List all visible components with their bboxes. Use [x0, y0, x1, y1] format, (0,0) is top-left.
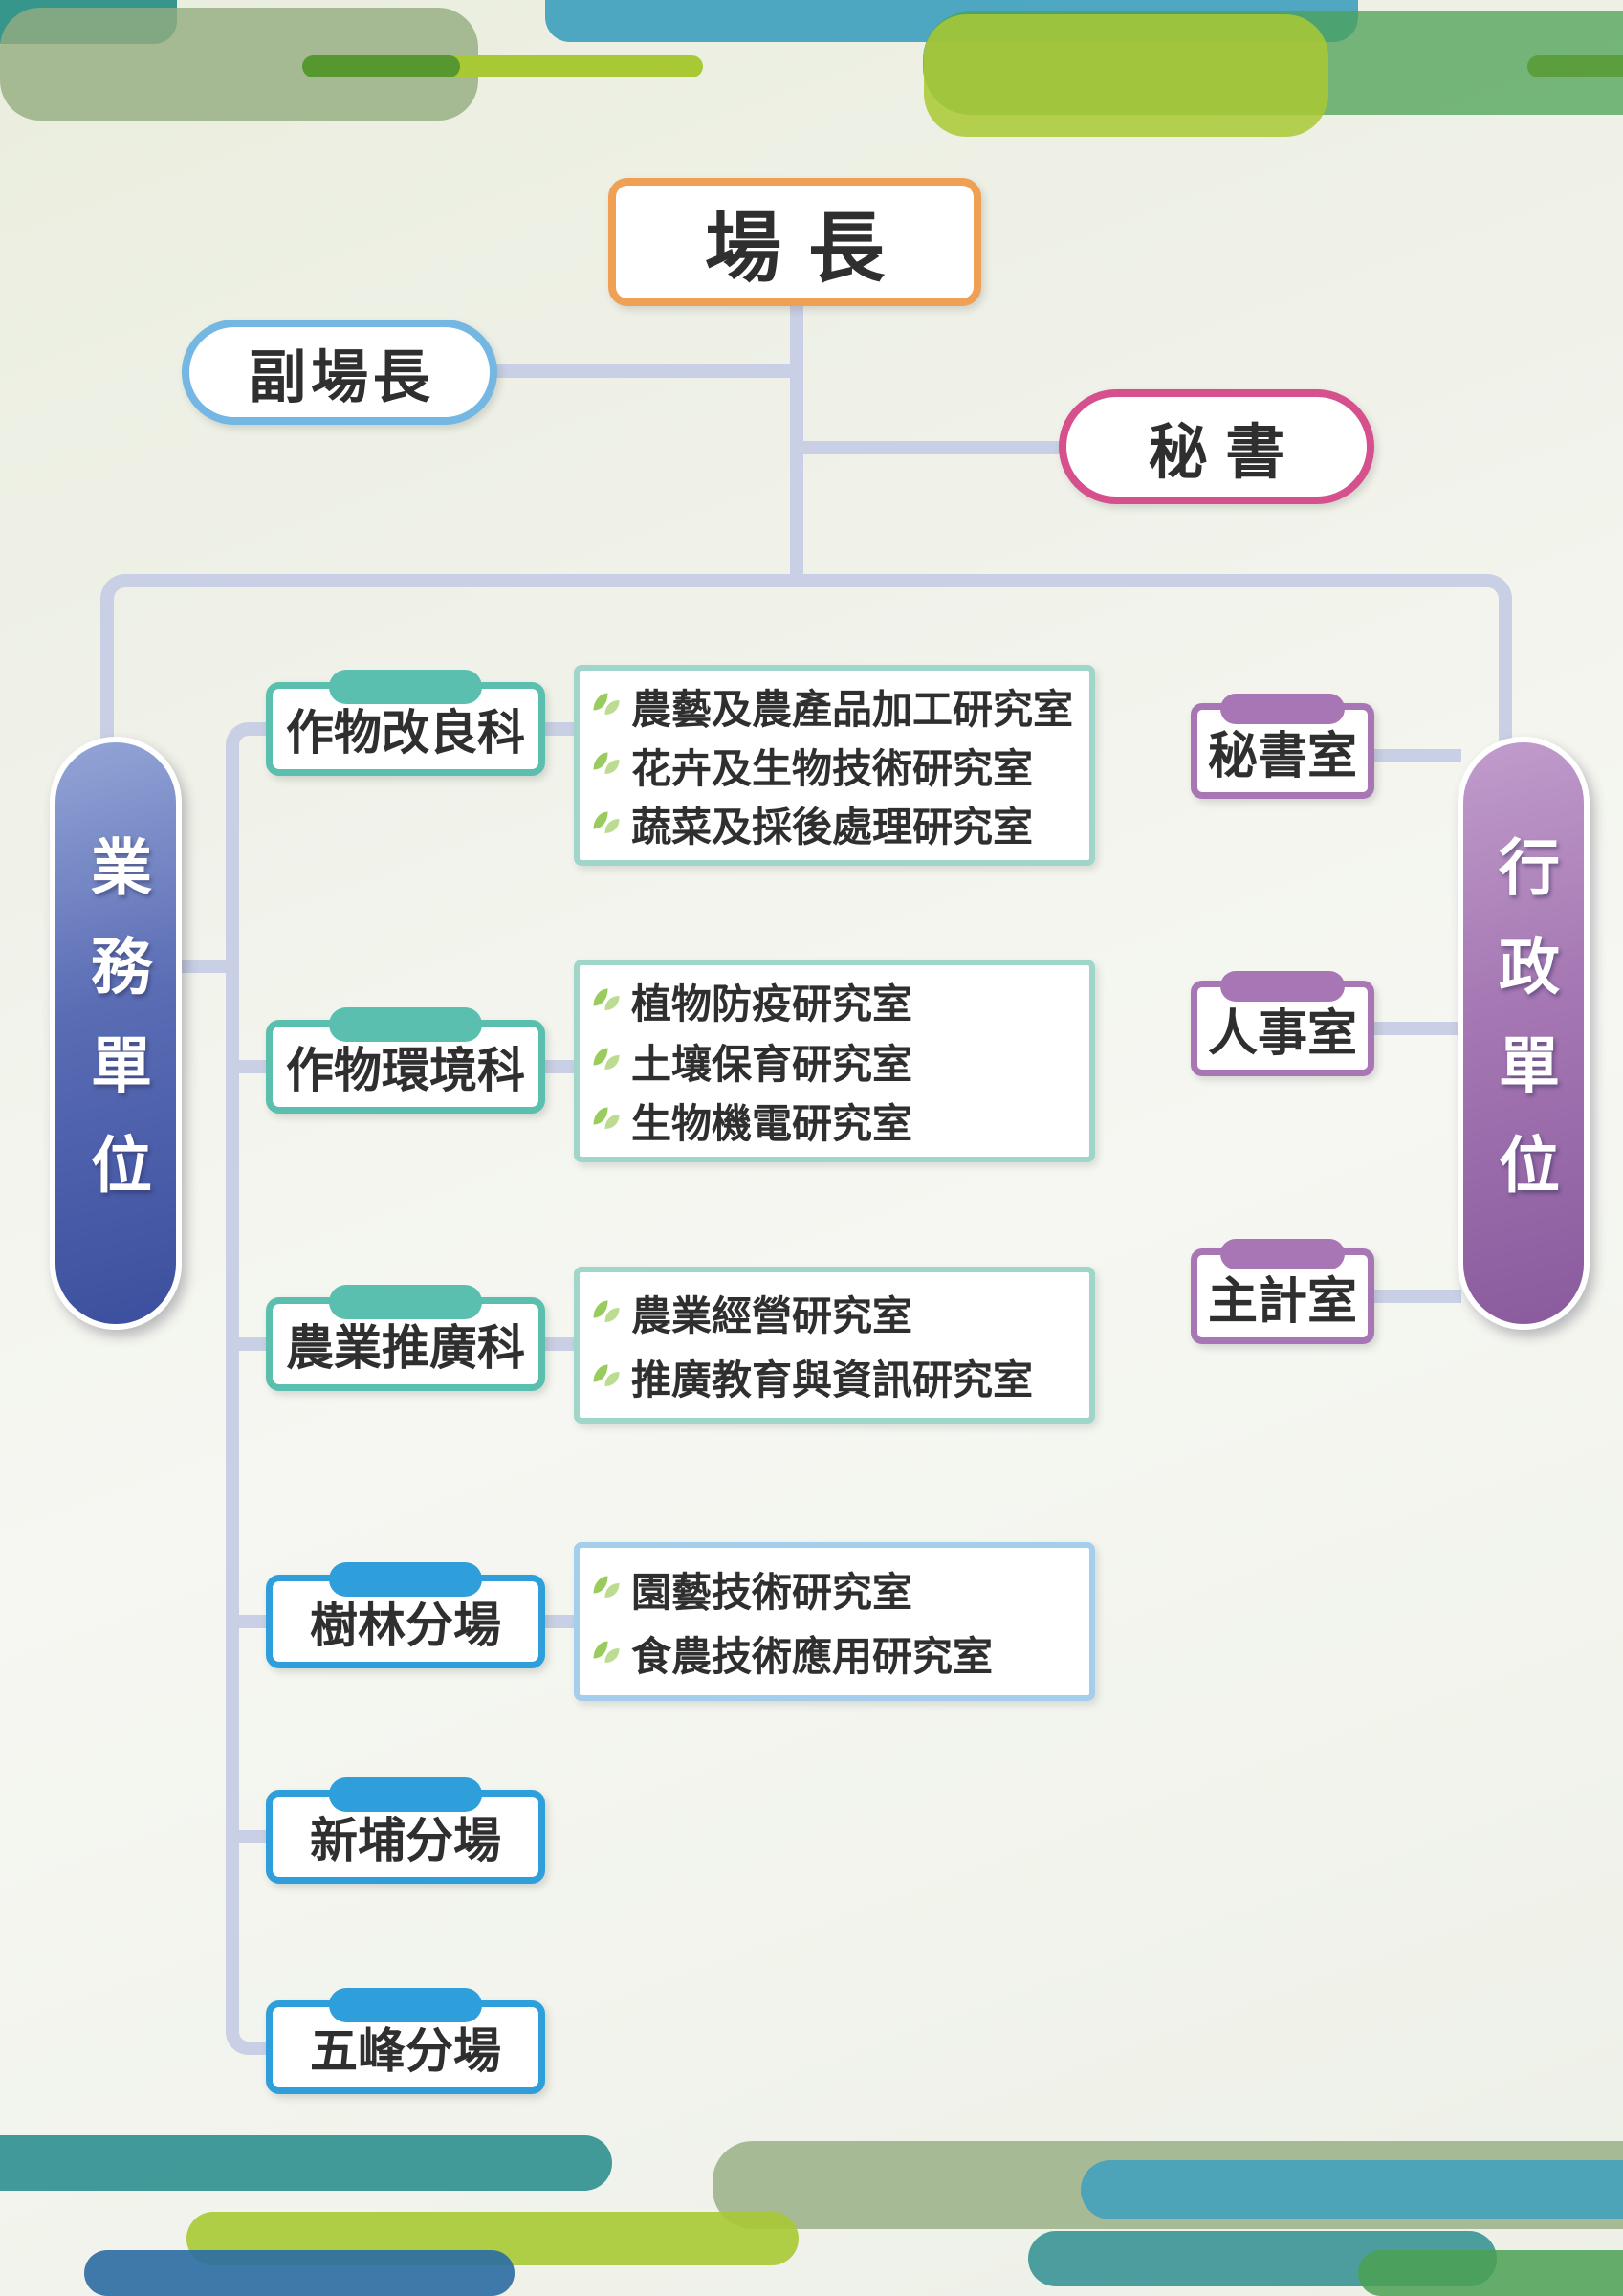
- connector-office2-stub: [1371, 1022, 1461, 1035]
- connector-list3-stub: [541, 1337, 578, 1351]
- room-list-agri-extension: 農業經營研究室 推廣教育與資訊研究室: [574, 1267, 1095, 1424]
- list-item: 農業經營研究室: [589, 1284, 1080, 1342]
- room-list-crop-environment: 植物防疫研究室 土壤保育研究室 生物機電研究室: [574, 960, 1095, 1162]
- director-label: 場長: [705, 208, 911, 292]
- office-label: 主計室: [1207, 1274, 1357, 1330]
- decor-top-right-green-stub: [1527, 55, 1623, 77]
- list-item: 蔬菜及採後處理研究室: [589, 795, 1080, 853]
- decor-bottom-blue-bar: [1081, 2160, 1623, 2219]
- office-box-accounting: 主計室: [1191, 1239, 1374, 1344]
- room-label: 農業經營研究室: [631, 1295, 913, 1339]
- deputy-director-label: 副場長: [249, 345, 435, 409]
- room-label: 土壤保育研究室: [631, 1043, 913, 1088]
- leaf-icon: [593, 1107, 620, 1130]
- room-label: 農藝及農產品加工研究室: [631, 688, 1074, 733]
- connector-dept4-stub: [239, 1615, 270, 1628]
- leaf-icon: [593, 1300, 620, 1322]
- box-tab: [329, 1285, 482, 1319]
- room-label: 推廣教育與資訊研究室: [631, 1359, 1034, 1403]
- dept-label: 作物環境科: [286, 1044, 525, 1097]
- decor-bottom-darkblue-bar: [84, 2250, 515, 2296]
- connector-dept-trunk: [226, 754, 239, 2020]
- connector-main-bar: [100, 574, 1512, 629]
- connector-list1-stub: [541, 722, 578, 736]
- office-label: 人事室: [1207, 1006, 1357, 1062]
- list-item: 食農技術應用研究室: [589, 1624, 1080, 1683]
- business-unit-label: 業務單位: [82, 834, 150, 1232]
- box-tab: [1220, 1239, 1345, 1269]
- list-item: 農藝及農產品加工研究室: [589, 677, 1080, 736]
- box-tab: [329, 1988, 482, 2022]
- connector-dept5-stub: [239, 1830, 270, 1843]
- leaf-icon: [593, 1576, 620, 1599]
- room-label: 食農技術應用研究室: [631, 1636, 994, 1681]
- dept-box-agri-extension: 農業推廣科: [266, 1285, 545, 1391]
- dept-box-crop-environment: 作物環境科: [266, 1007, 545, 1114]
- secretary-box: 秘書: [1059, 389, 1374, 504]
- dept-box-crop-improvement: 作物改良科: [266, 670, 545, 776]
- dept-box-shulin-branch: 樹林分場: [266, 1562, 545, 1668]
- box-tab: [1220, 694, 1345, 724]
- list-item: 植物防疫研究室: [589, 972, 1080, 1030]
- office-box-secretariat: 秘書室: [1191, 694, 1374, 799]
- room-list-shulin-branch: 園藝技術研究室 食農技術應用研究室: [574, 1542, 1095, 1701]
- secretary-label: 秘書: [1148, 421, 1303, 486]
- room-label: 植物防疫研究室: [631, 983, 913, 1028]
- leaf-icon: [593, 988, 620, 1010]
- connector-deputy-line: [490, 364, 798, 378]
- connector-business-pill-stub: [177, 960, 230, 973]
- connector-dept3-stub: [239, 1337, 270, 1351]
- list-item: 推廣教育與資訊研究室: [589, 1348, 1080, 1406]
- connector-list4-stub: [541, 1615, 578, 1628]
- connector-dept2-stub: [239, 1060, 270, 1073]
- room-label: 園藝技術研究室: [631, 1571, 913, 1616]
- dept-label: 農業推廣科: [286, 1321, 525, 1375]
- dept-label: 作物改良科: [286, 706, 525, 760]
- office-label: 秘書室: [1207, 729, 1357, 784]
- connector-dept-trunk-bottom-elbow: [226, 2015, 270, 2055]
- connector-right-drop: [1499, 622, 1512, 741]
- admin-unit-pill: 行政單位: [1458, 737, 1590, 1330]
- leaf-icon: [593, 752, 620, 774]
- connector-dept-trunk-top-elbow: [226, 722, 270, 762]
- connector-office1-stub: [1371, 749, 1461, 762]
- office-box-personnel: 人事室: [1191, 971, 1374, 1076]
- box-tab: [1220, 971, 1345, 1002]
- box-tab: [329, 670, 482, 704]
- box-tab: [329, 1007, 482, 1042]
- decor-bottom-green-bar: [1358, 2250, 1623, 2296]
- box-tab: [329, 1562, 482, 1597]
- list-item: 生物機電研究室: [589, 1092, 1080, 1150]
- deputy-director-box: 副場長: [182, 320, 497, 425]
- list-item: 花卉及生物技術研究室: [589, 737, 1080, 795]
- connector-list2-stub: [541, 1060, 578, 1073]
- decor-top-green-pill: [302, 55, 460, 77]
- leaf-icon: [593, 1364, 620, 1386]
- director-box: 場長: [608, 178, 981, 306]
- room-label: 生物機電研究室: [631, 1102, 913, 1147]
- room-list-crop-improvement: 農藝及農產品加工研究室 花卉及生物技術研究室 蔬菜及採後處理研究室: [574, 665, 1095, 866]
- connector-secretary-line: [797, 441, 1066, 454]
- list-item: 園藝技術研究室: [589, 1560, 1080, 1619]
- room-label: 花卉及生物技術研究室: [631, 747, 1034, 792]
- leaf-icon: [593, 693, 620, 716]
- leaf-icon: [593, 1641, 620, 1663]
- dept-label: 樹林分場: [310, 1599, 501, 1652]
- business-unit-pill: 業務單位: [50, 737, 182, 1330]
- box-tab: [329, 1777, 482, 1812]
- dept-box-xinpu-branch: 新埔分場: [266, 1777, 545, 1884]
- connector-office3-stub: [1371, 1290, 1461, 1303]
- dept-label: 五峰分場: [310, 2024, 501, 2078]
- dept-label: 新埔分場: [310, 1814, 501, 1867]
- decor-top-lime-block: [924, 14, 1328, 137]
- dept-box-wufeng-branch: 五峰分場: [266, 1988, 545, 2094]
- decor-bottom-teal-pill: [0, 2135, 612, 2191]
- leaf-icon: [593, 811, 620, 833]
- connector-left-drop: [100, 622, 114, 741]
- leaf-icon: [593, 1048, 620, 1070]
- list-item: 土壤保育研究室: [589, 1032, 1080, 1091]
- admin-unit-label: 行政單位: [1490, 834, 1558, 1232]
- room-label: 蔬菜及採後處理研究室: [631, 806, 1034, 851]
